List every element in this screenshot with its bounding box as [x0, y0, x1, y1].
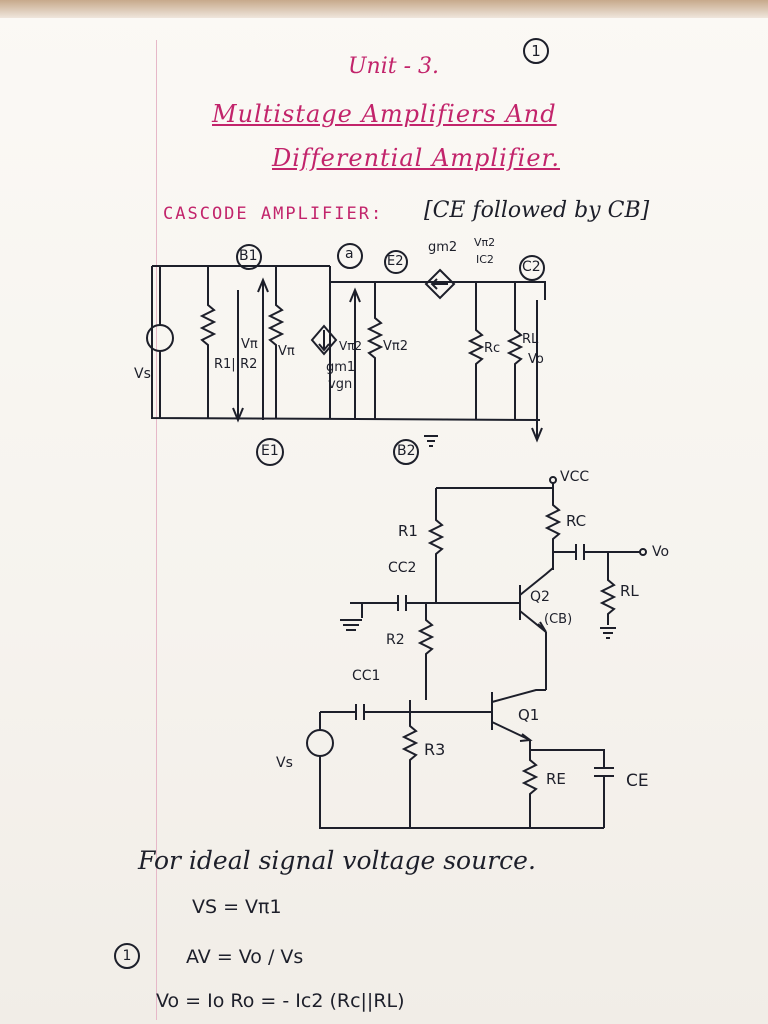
cb-label: (CB): [544, 612, 573, 627]
vpi1-label-a: Vπ: [241, 337, 258, 352]
cc1-label: CC1: [352, 668, 381, 684]
rc-label: Rc: [484, 341, 501, 356]
r-parallel-resistor: [199, 266, 217, 418]
cc1-capacitor: [320, 704, 410, 720]
r1-label: R1: [398, 522, 418, 540]
rc-resistor-2: [544, 488, 562, 570]
node-b1: B1: [239, 248, 258, 264]
ic2-label: IC2: [476, 253, 494, 266]
gm1-label: gm1: [326, 360, 356, 375]
vs-label-2: Vs: [276, 755, 293, 771]
equation-marker: 1: [114, 943, 140, 969]
small-signal-circuit: [146, 243, 546, 466]
vs-source: [306, 729, 334, 757]
rc-label-2: RC: [566, 512, 587, 530]
gm2-label: gm2: [428, 240, 458, 255]
vgn-label: vgn: [328, 377, 353, 392]
rpi1-resistor: [267, 266, 285, 418]
r3-label: R3: [424, 740, 446, 759]
vo-label-2: Vo: [652, 544, 670, 560]
source-label: Vs: [134, 366, 151, 382]
r2-resistor: [417, 603, 435, 700]
gm1-source: [310, 324, 338, 356]
equation-3: Vo = Io Ro = - Ic2 (Rc||RL): [156, 990, 405, 1012]
vpi2-label-a: Vπ2: [339, 339, 363, 353]
r2-label: R2: [386, 632, 405, 648]
title-line-2: Differential Amplifier.: [272, 144, 560, 172]
vpi2-label-b: Vπ2: [383, 339, 408, 354]
margin-line: [156, 40, 157, 1020]
rl-label: RL: [522, 332, 539, 347]
re-label: RE: [546, 770, 566, 788]
rpi2-resistor: [366, 282, 384, 420]
cc2-capacitor: [362, 595, 436, 611]
rl-resistor-2: [599, 552, 617, 639]
q2-transistor: [500, 567, 554, 633]
page-top-shadow: [0, 0, 768, 18]
vpi1-label-b: Vπ: [278, 344, 295, 359]
r-parallel-label: R1||R2: [214, 357, 258, 372]
equation-1: VS = Vπ1: [192, 896, 282, 918]
vpi2-top-label: Vπ2: [474, 236, 496, 249]
r3-resistor: [401, 700, 419, 828]
ce-label: CE: [626, 771, 649, 791]
vcc-label: VCC: [560, 469, 590, 485]
equation-2: AV = Vo / Vs: [186, 946, 304, 968]
page-number-text: 1: [531, 42, 541, 60]
title-line-1: Multistage Amplifiers And: [212, 100, 557, 128]
q1-label: Q1: [518, 706, 540, 724]
section-note: [CE followed by CB]: [424, 198, 650, 223]
node-c2: C2: [522, 259, 541, 275]
rl-label-2: RL: [620, 582, 639, 600]
node-e1: E1: [261, 443, 279, 459]
page-number: 1: [523, 38, 549, 64]
cc2-label: CC2: [388, 560, 417, 576]
rl-resistor: [506, 282, 524, 420]
vo-label: Vo: [528, 352, 544, 367]
gm2-source: [424, 268, 456, 300]
note-line-1: For ideal signal voltage source.: [138, 846, 536, 875]
node-e2: E2: [387, 254, 404, 269]
ce-capacitor: [594, 767, 614, 777]
node-b2: B2: [397, 443, 416, 459]
bottom-wire: [151, 266, 541, 421]
q2-label: Q2: [530, 589, 550, 605]
unit-heading: Unit - 3.: [348, 54, 439, 79]
node-a: a: [345, 246, 354, 262]
r1-resistor: [427, 488, 445, 590]
q1-transistor: [470, 689, 546, 741]
rc-resistor: [467, 282, 485, 420]
section-label: CASCODE AMPLIFIER:: [163, 204, 384, 224]
equation-marker-text: 1: [122, 948, 132, 964]
output-capacitor: [553, 544, 640, 560]
re-resistor: [521, 750, 539, 828]
